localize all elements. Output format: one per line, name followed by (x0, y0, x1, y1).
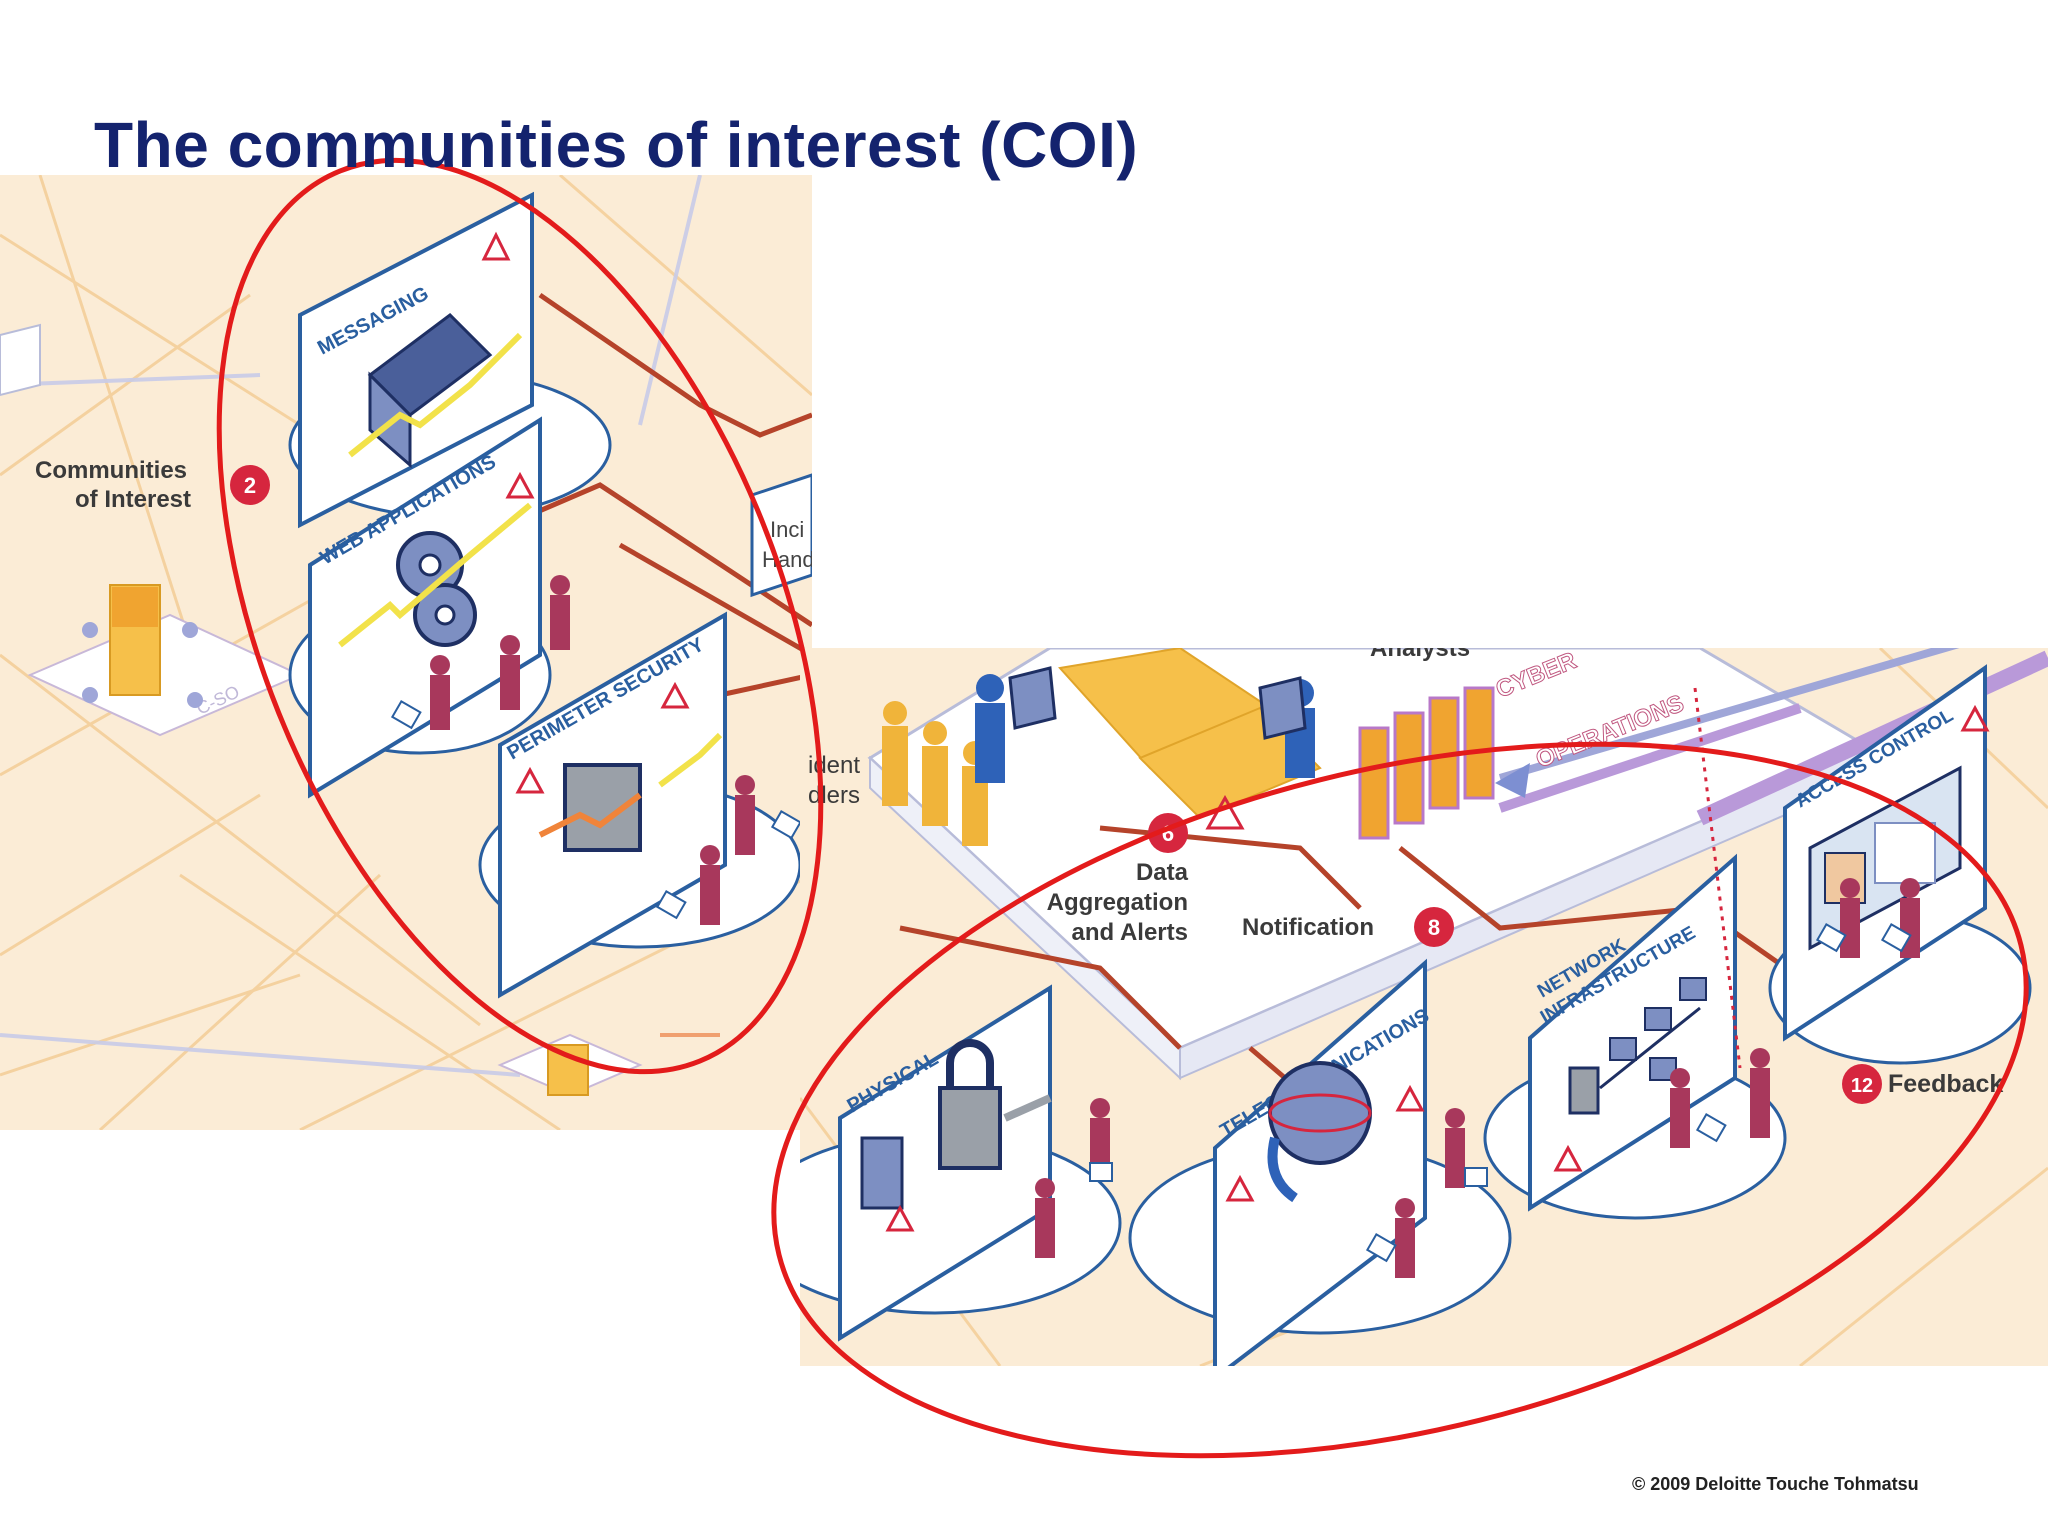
notification-badge-number: 8 (1428, 915, 1440, 940)
feedback-badge-number: 12 (1851, 1075, 1873, 1097)
data-label-line3: and Alerts (1072, 919, 1188, 946)
data-label-line1: Data (1136, 859, 1189, 886)
copyright: © 2009 Deloitte Touche Tohmatsu (1632, 1474, 1919, 1494)
small-building-bottom (497, 1033, 720, 1097)
data-label-line2: Aggregation (1047, 889, 1188, 916)
physical-tower: PHYSICAL (800, 984, 1122, 1342)
incident-fragment-2: Hand (762, 547, 812, 572)
communities-label-line2: of Interest (75, 486, 191, 513)
communities-label-line1: Communities (35, 457, 187, 484)
analysts-label: Analysts (1370, 648, 1470, 662)
left-panel-illustration: C-SO Inci Hand MESSAGING (0, 175, 812, 1130)
incident-handlers-1: ident (808, 752, 860, 779)
data-badge-number: 6 (1162, 821, 1174, 846)
incident-handlers-2: dlers (808, 782, 860, 809)
page-title: The communities of interest (COI) (94, 109, 1139, 181)
right-panel-illustration: CYBER OPERATIONS Analysts (800, 648, 2048, 1366)
laptops (1008, 666, 1307, 740)
diagram-panel-right: CYBER OPERATIONS Analysts (800, 648, 2048, 1366)
incident-fragment-1: Inci (770, 517, 804, 542)
diagram-panel-left: C-SO Inci Hand MESSAGING (0, 175, 812, 1130)
feedback-label: Feedback (1888, 1070, 2003, 1098)
notification-label: Notification (1242, 914, 1374, 941)
communities-badge-number: 2 (244, 473, 256, 498)
csoc-building: C-SO (27, 584, 303, 737)
